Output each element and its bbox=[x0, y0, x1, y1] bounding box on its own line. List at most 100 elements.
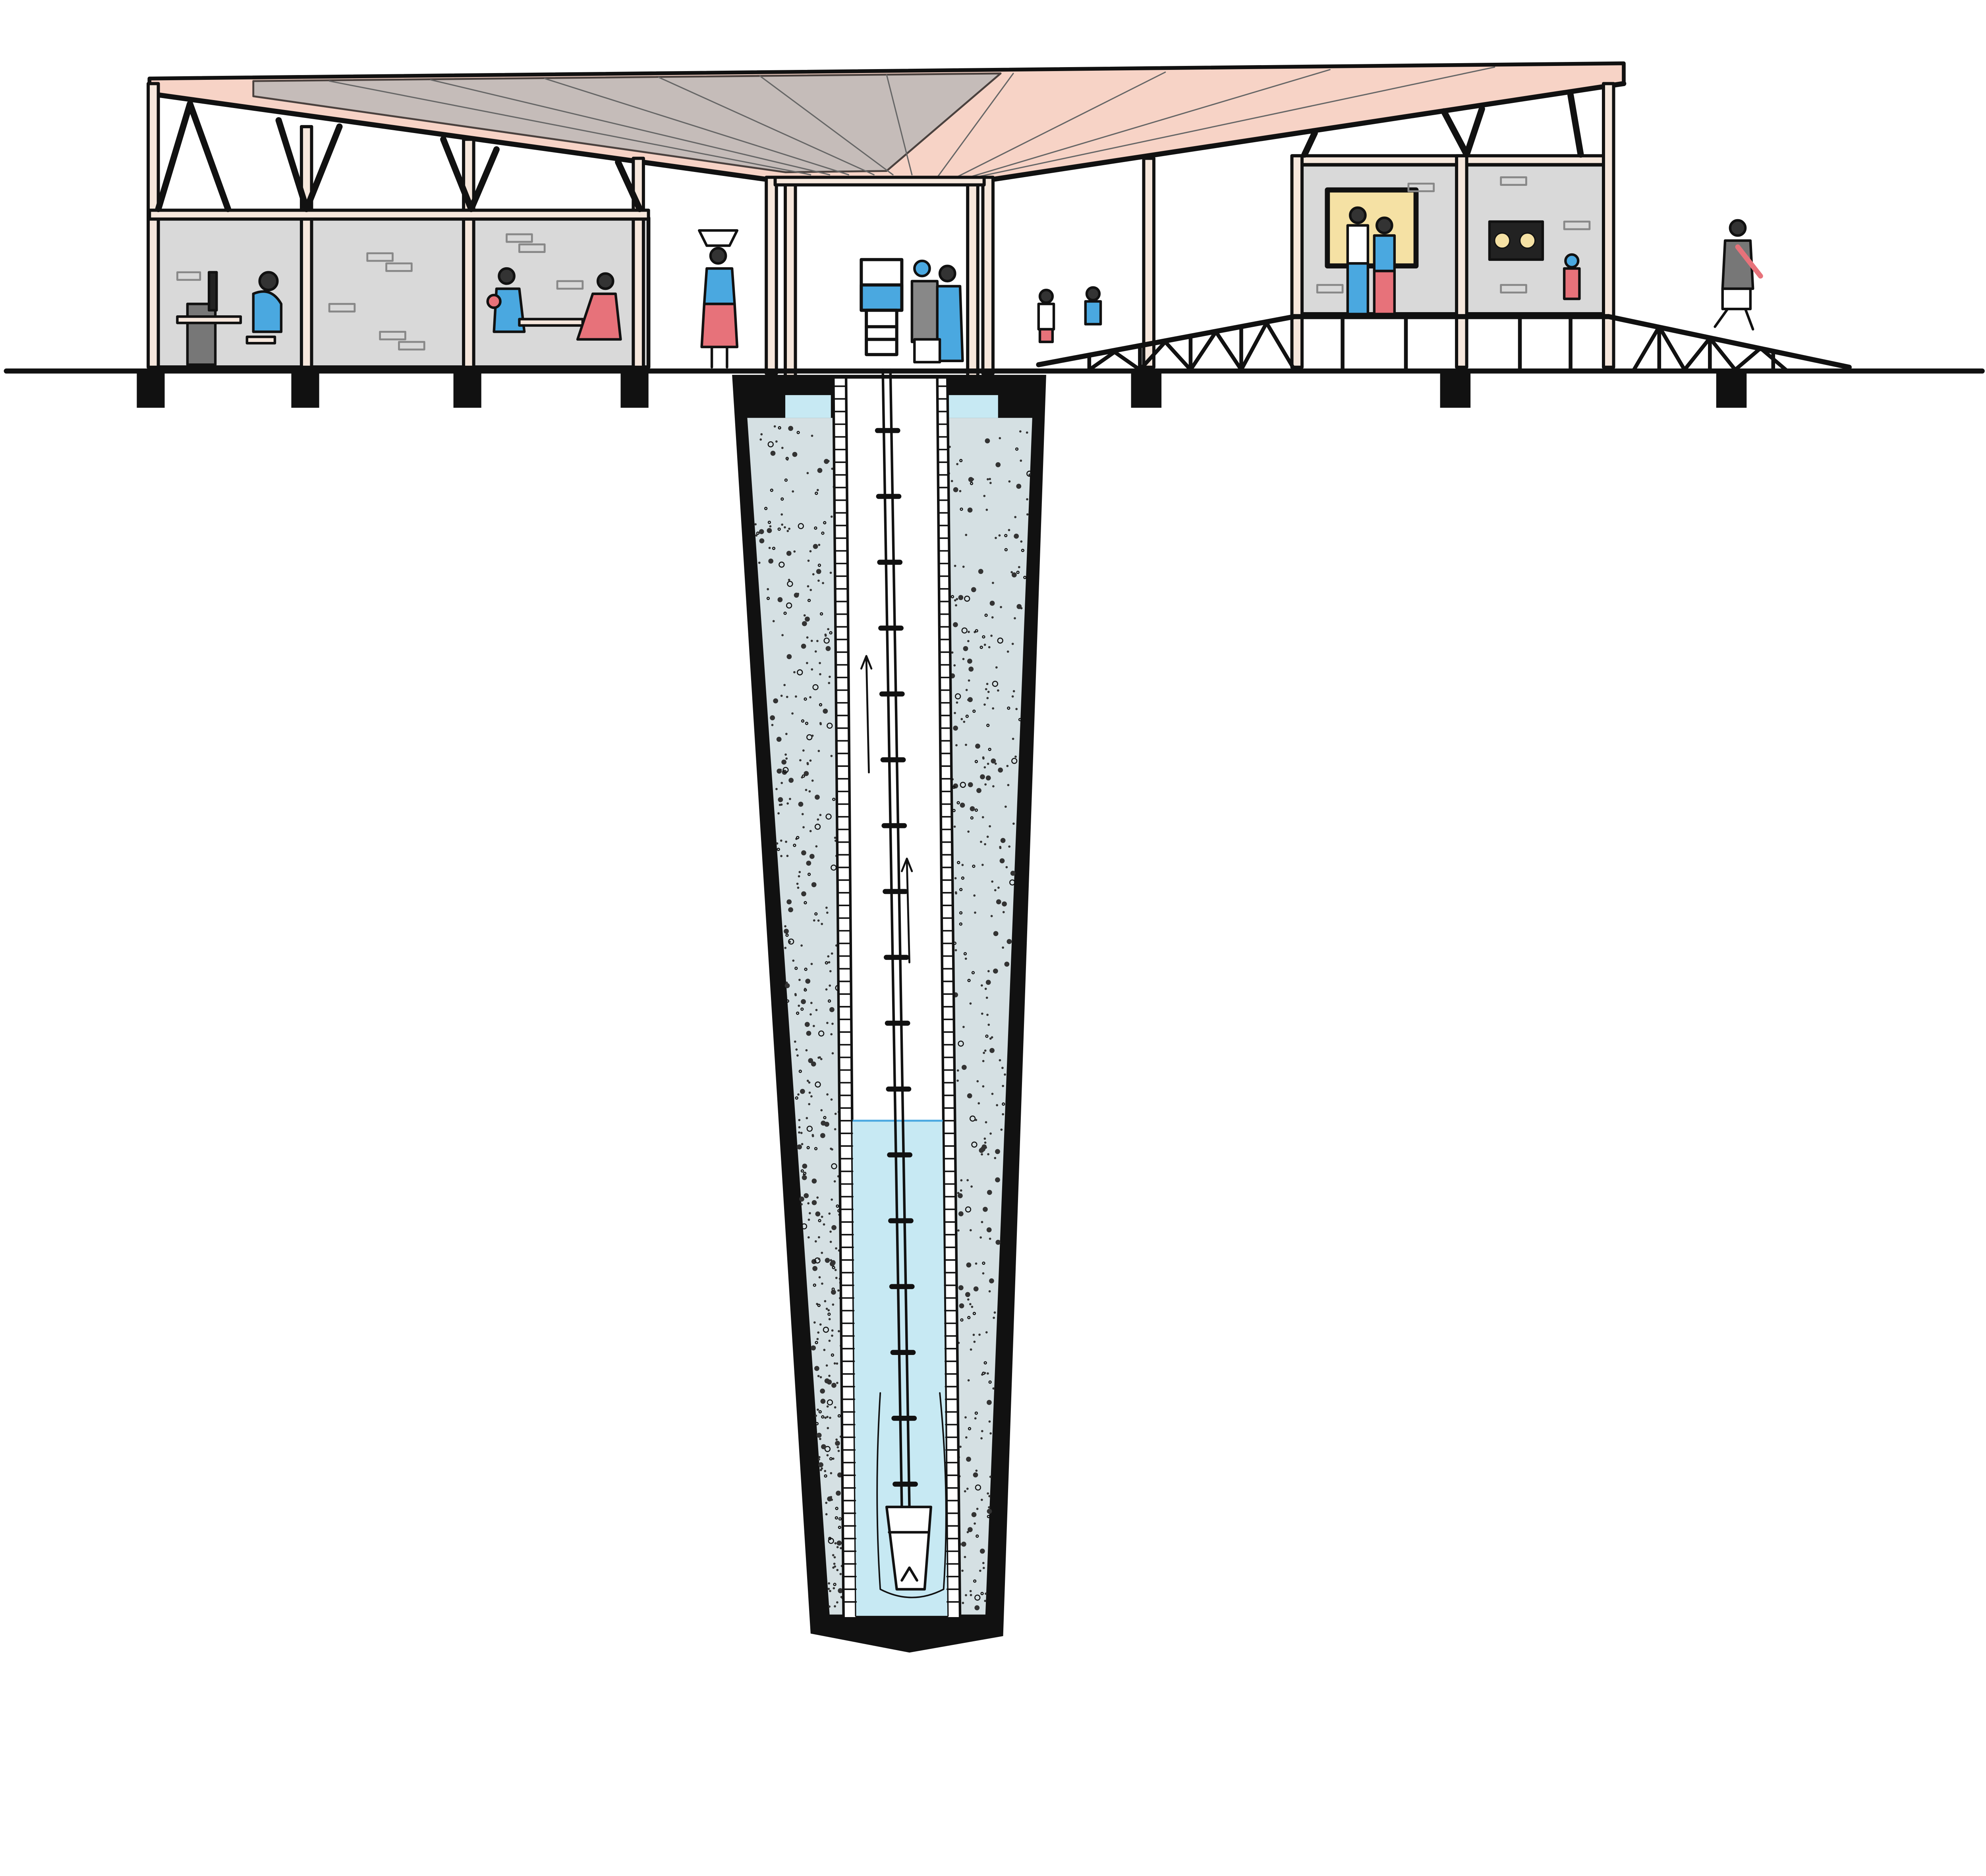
gravel-dot bbox=[819, 814, 822, 816]
gravel-dot bbox=[776, 737, 782, 742]
gravel-dot bbox=[997, 637, 1003, 644]
gravel-dot bbox=[806, 636, 809, 639]
gravel-dot bbox=[825, 646, 831, 651]
gravel-dot bbox=[773, 425, 776, 428]
gravel-dot bbox=[827, 1427, 829, 1429]
gravel-dot bbox=[960, 1318, 964, 1322]
gravel-dot bbox=[1012, 822, 1015, 825]
gravel-dot bbox=[786, 696, 788, 698]
gravel-dot bbox=[819, 662, 821, 664]
gravel-dot bbox=[979, 1148, 984, 1153]
gravel-dot bbox=[830, 755, 833, 757]
gravel-dot bbox=[784, 925, 786, 928]
gravel-dot bbox=[814, 526, 817, 530]
gravel-dot bbox=[828, 1318, 831, 1320]
gravel-dot bbox=[818, 1258, 820, 1260]
gravel-dot bbox=[991, 616, 994, 619]
gravel-dot bbox=[970, 1185, 973, 1188]
gravel-dot bbox=[798, 1004, 800, 1007]
gravel-dot bbox=[836, 1490, 841, 1496]
gravel-dot bbox=[810, 639, 813, 642]
gravel-dot bbox=[806, 861, 811, 866]
gravel-dot bbox=[992, 707, 995, 710]
gravel-dot bbox=[798, 1119, 801, 1121]
gravel-dot bbox=[818, 1236, 820, 1239]
gravel-dot bbox=[777, 847, 780, 851]
gravel-dot bbox=[794, 593, 799, 598]
gravel-dot bbox=[831, 1289, 836, 1295]
gravel-dot bbox=[824, 459, 829, 464]
gravel-dot bbox=[1001, 1067, 1004, 1069]
gravel-dot bbox=[966, 1262, 972, 1268]
gravel-dot bbox=[758, 562, 761, 564]
gravel-dot bbox=[837, 1540, 842, 1546]
gravel-dot bbox=[794, 993, 797, 996]
gravel-dot bbox=[770, 450, 776, 456]
gravel-dot bbox=[988, 1420, 991, 1423]
gravel-dot bbox=[976, 1534, 979, 1538]
gravel-dot bbox=[833, 1583, 837, 1586]
gravel-dot bbox=[982, 1561, 985, 1564]
gravel-dot bbox=[794, 454, 796, 457]
gravel-dot bbox=[974, 808, 978, 812]
gravel-dot bbox=[1004, 548, 1008, 552]
children bbox=[1037, 286, 1102, 344]
gravel-dot bbox=[974, 1594, 981, 1601]
gravel-dot bbox=[806, 472, 809, 475]
gravel-dot bbox=[1010, 571, 1013, 573]
gravel-dot bbox=[810, 1002, 813, 1004]
gravel-dot bbox=[819, 1438, 821, 1440]
ramp-deck bbox=[1036, 314, 1852, 372]
gravel-dot bbox=[787, 581, 793, 587]
gravel-dot bbox=[807, 585, 809, 588]
gravel-dot bbox=[954, 599, 956, 602]
gravel-dot bbox=[801, 891, 806, 897]
gravel-dot bbox=[756, 531, 760, 535]
gravel-dot bbox=[823, 521, 827, 525]
gravel-dot bbox=[796, 1011, 800, 1015]
gravel-dot bbox=[837, 1446, 839, 1449]
gravel-dot bbox=[806, 662, 808, 664]
gravel-dot bbox=[830, 515, 833, 518]
gravel-dot bbox=[788, 579, 790, 581]
gravel-dot bbox=[788, 907, 793, 913]
gravel-dot bbox=[824, 1121, 829, 1127]
gravel-dot bbox=[960, 1189, 962, 1192]
gravel-dot bbox=[982, 1567, 985, 1569]
gravel-dot bbox=[798, 523, 804, 529]
gravel-dot bbox=[965, 534, 968, 536]
gravel-dot bbox=[777, 527, 781, 531]
gravel-dot bbox=[967, 979, 971, 982]
gravel-dot bbox=[831, 1329, 834, 1332]
gravel-dot bbox=[959, 490, 962, 492]
gravel-dot bbox=[953, 825, 956, 828]
gravel-dot bbox=[1016, 571, 1020, 574]
gravel-dot bbox=[821, 531, 825, 535]
gravel-dot bbox=[989, 1278, 994, 1283]
gravel-dot bbox=[985, 1331, 988, 1334]
gravel-dot bbox=[820, 1388, 825, 1394]
gravel-dot bbox=[813, 1025, 815, 1027]
gravel-dot bbox=[983, 1372, 986, 1374]
gravel-dot bbox=[806, 763, 809, 765]
gravel-dot bbox=[797, 669, 803, 676]
gravel-dot bbox=[975, 629, 978, 633]
gravel-dot bbox=[981, 816, 984, 818]
gravel-dot bbox=[972, 1334, 975, 1336]
kiosk-posts bbox=[765, 156, 1155, 379]
gravel-dot bbox=[1021, 548, 1024, 552]
gravel-dot bbox=[809, 759, 812, 762]
gravel-dot bbox=[969, 1590, 972, 1592]
gravel-dot bbox=[775, 440, 778, 443]
gravel-dot bbox=[780, 803, 783, 806]
gravel-dot bbox=[815, 1009, 818, 1011]
gravel-dot bbox=[805, 616, 810, 622]
gravel-dot bbox=[955, 892, 957, 895]
person-at-computer bbox=[176, 271, 283, 366]
gravel-dot bbox=[781, 446, 784, 449]
gravel-dot bbox=[1004, 961, 1010, 967]
gravel-dot bbox=[960, 508, 963, 511]
gravel-dot bbox=[815, 845, 818, 848]
gravel-dot bbox=[826, 1454, 829, 1457]
gravel-dot bbox=[800, 944, 803, 947]
